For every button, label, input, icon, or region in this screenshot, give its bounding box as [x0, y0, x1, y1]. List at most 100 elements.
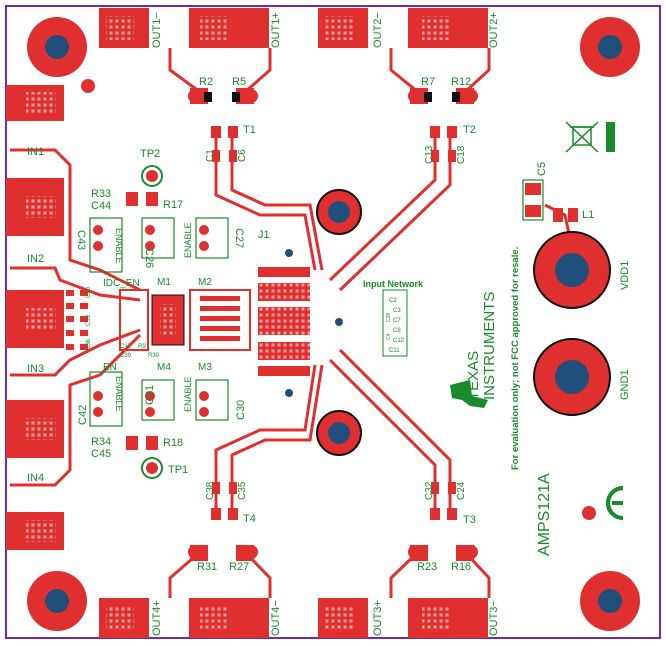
label-out1-plus: OUT1+ [270, 12, 282, 48]
label-enable-2: ENABLE [183, 222, 193, 258]
label-c43: C43 [75, 230, 87, 250]
label-in3: IN3 [27, 363, 44, 375]
label-out4-minus: OUT4− [270, 600, 282, 636]
label-r7: R7 [421, 76, 435, 88]
label-gnd1: GND1 [619, 369, 631, 400]
label-m1: M1 [157, 277, 171, 288]
label-r34: R34 [91, 436, 111, 448]
label-c19: C19 [86, 314, 92, 326]
label-out3-plus: OUT3+ [372, 600, 384, 636]
label-r27: R27 [229, 561, 249, 573]
input-network-c3: C3 [393, 308, 401, 314]
ti-logo-icon [450, 380, 488, 408]
label-out2-minus: OUT2− [372, 12, 384, 48]
label-enable-1: ENABLE [114, 228, 124, 264]
board-outline [5, 5, 661, 639]
label-out3-minus: OUT3− [488, 600, 500, 636]
label-c5: C5 [536, 162, 548, 176]
label-c38: C38 [205, 481, 216, 500]
input-smd-parts [66, 290, 240, 350]
label-enable-4: ENABLE [183, 376, 193, 412]
label-in4: IN4 [27, 472, 44, 484]
label-out4-plus: OUT4+ [151, 600, 163, 636]
test-points [126, 165, 163, 479]
weee-bin-icon [565, 121, 615, 153]
label-c30: C30 [235, 400, 247, 420]
label-r12: R12 [451, 76, 471, 88]
input-network-c28: C28 [386, 313, 392, 322]
label-l1: L1 [582, 209, 594, 221]
label-c45: C45 [91, 448, 111, 460]
label-m2: M2 [198, 277, 212, 288]
left-input-pads [6, 85, 64, 550]
label-t1: T1 [243, 124, 256, 136]
input-network-c11: C11 [389, 348, 400, 354]
label-c18: C18 [456, 145, 467, 164]
label-in1: IN1 [27, 146, 44, 158]
label-c26: C26 [143, 248, 155, 268]
label-en: EN [103, 362, 117, 373]
label-r23: R23 [417, 561, 437, 573]
input-network-c7: C7 [393, 318, 401, 324]
label-c1: C1 [205, 149, 216, 162]
label-out1-minus: OUT1− [151, 12, 163, 48]
label-tp1: TP1 [168, 464, 188, 476]
j1-header [258, 267, 310, 376]
label-r31: R31 [197, 561, 217, 573]
label-in2: IN2 [27, 253, 44, 265]
label-c13: C13 [424, 145, 435, 164]
label-c44: C44 [91, 200, 111, 212]
company-line1: TEXAS [465, 351, 482, 400]
mosfet-footprints [89, 217, 229, 427]
part-number: AMPS121A [536, 473, 553, 556]
input-network [382, 289, 408, 357]
label-c36: C36 [86, 338, 92, 350]
label-t3: T3 [463, 514, 476, 526]
label-c31: C31 [144, 385, 156, 405]
label-c20: C20 [86, 286, 92, 298]
label-c39: C39 [120, 353, 132, 359]
label-enable-3: ENABLE [114, 376, 124, 412]
label-r18: R18 [163, 437, 183, 449]
amplifier-ic [119, 289, 251, 351]
input-network-c12: C12 [393, 338, 405, 344]
label-vdd1: VDD1 [619, 261, 631, 290]
label-t4: T4 [243, 513, 256, 525]
label-m4: M4 [157, 362, 171, 373]
label-r16: R16 [451, 561, 471, 573]
power-section [522, 179, 611, 416]
label-r5: R5 [232, 76, 246, 88]
label-c32: C32 [424, 481, 435, 500]
ce-mark-icon [606, 486, 624, 520]
label-t2: T2 [463, 124, 476, 136]
label-r9: R9 [138, 344, 146, 350]
top-output-pads [99, 8, 488, 48]
input-network-c2: C2 [389, 298, 397, 304]
disclaimer: For evaluation only; not FCC approved fo… [510, 247, 521, 470]
label-c6: C6 [237, 149, 248, 162]
input-network-c8: C8 [393, 328, 401, 334]
mounting-holes [27, 17, 640, 631]
input-network-c4: C4 [386, 333, 392, 340]
transformer-pads [188, 88, 478, 561]
label-r30: R30 [148, 353, 160, 359]
label-c42: C42 [77, 405, 89, 425]
mosfet-pads [93, 225, 209, 417]
bottom-output-pads [99, 598, 488, 638]
input-network-title: Input Network [363, 279, 424, 289]
label-c35: C35 [237, 481, 248, 500]
label-tp2: TP2 [140, 148, 160, 160]
label-c17: C17 [120, 344, 132, 350]
label-c27: C27 [233, 228, 245, 248]
label-j1: J1 [258, 229, 270, 241]
label-r17: R17 [163, 199, 183, 211]
label-out2-plus: OUT2+ [488, 12, 500, 48]
label-r2: R2 [199, 76, 213, 88]
label-c24: C24 [456, 481, 467, 500]
label-idc-en: IDC_EN [103, 278, 140, 289]
label-r33: R33 [91, 188, 111, 200]
center-holes [285, 189, 362, 456]
company-line2: INSTRUMENTS [481, 292, 498, 400]
label-m3: M3 [198, 362, 212, 373]
